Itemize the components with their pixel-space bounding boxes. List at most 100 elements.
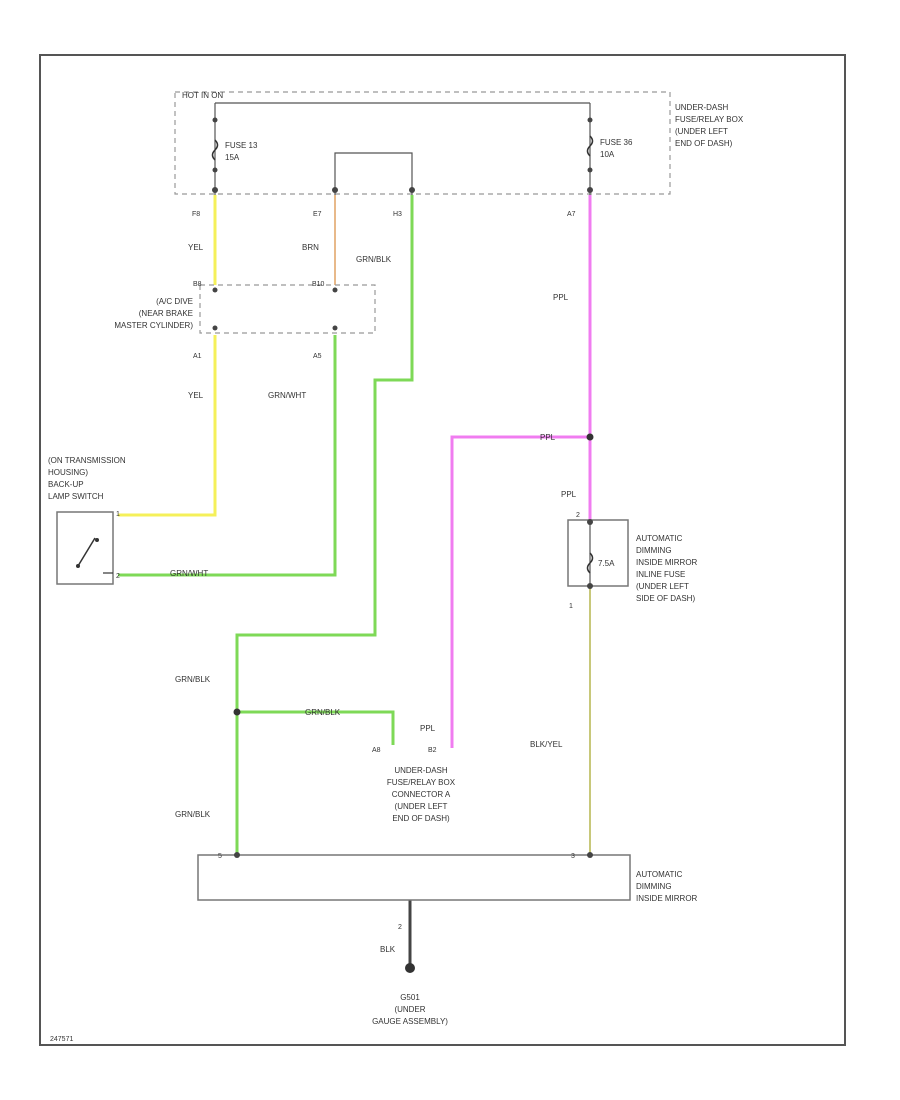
svg-text:INSIDE MIRROR: INSIDE MIRROR (636, 894, 698, 903)
pin-mirror-fuse-out: 1 (569, 603, 573, 610)
svg-text:(A/C DIVE: (A/C DIVE (156, 297, 193, 306)
wire-label-ppl-3: PPL (561, 490, 577, 499)
wire-label-blk: BLK (380, 945, 396, 954)
wire-yel-lower (118, 335, 217, 517)
diagram-frame (39, 54, 846, 1046)
wire-ppl-branch (450, 435, 590, 748)
pin-ground: 2 (398, 924, 402, 931)
fusebox-jumper (334, 152, 413, 195)
wire-label-grnblk-4: GRN/BLK (175, 810, 211, 819)
svg-text:LAMP SWITCH: LAMP SWITCH (48, 492, 104, 501)
wire-grnblk-main (235, 195, 414, 855)
pin-b8: B8 (193, 281, 202, 288)
wire-grnblk-branch (237, 710, 395, 745)
pin-switch-2: 2 (116, 573, 120, 580)
wire-label-grnwht-2: GRN/WHT (170, 569, 208, 578)
wire-grnwht (118, 335, 337, 577)
mirror-pin-3 (587, 852, 593, 858)
svg-text:SIDE OF DASH): SIDE OF DASH) (636, 594, 695, 603)
fuse-13-symbol (211, 139, 219, 161)
backup-switch-lever (77, 537, 96, 567)
wire-label-ppl-4: PPL (420, 724, 436, 733)
pin-mirror-3: 3 (571, 853, 575, 860)
splice-ppl (586, 433, 594, 441)
mirror-fuse-box (567, 519, 629, 587)
svg-text:END OF DASH): END OF DASH) (675, 139, 733, 148)
fuse-13-name: FUSE 13 (225, 141, 258, 150)
svg-text:HOUSING): HOUSING) (48, 468, 88, 477)
svg-text:FUSE/RELAY BOX: FUSE/RELAY BOX (387, 778, 456, 787)
wire-label-grnwht-1: GRN/WHT (268, 391, 306, 400)
svg-text:G501: G501 (400, 993, 420, 1002)
ac-connector-desc: (A/C DIVE (NEAR BRAKE MASTER CYLINDER) (114, 297, 193, 330)
pin-a5: A5 (313, 353, 322, 360)
pin-a7: A7 (567, 211, 576, 218)
svg-text:CONNECTOR A: CONNECTOR A (392, 790, 451, 799)
wire-label-ppl-1: PPL (553, 293, 569, 302)
svg-text:(UNDER LEFT: (UNDER LEFT (636, 582, 689, 591)
fuse-36-symbol (586, 135, 594, 157)
wire-label-grnblk-2: GRN/BLK (175, 675, 211, 684)
mirror-desc: AUTOMATIC DIMMING INSIDE MIRROR (636, 870, 698, 903)
svg-text:END OF DASH): END OF DASH) (392, 814, 450, 823)
pin-conn-a8: A8 (372, 747, 381, 754)
mirror-fuse-pin-in (587, 519, 593, 525)
pin-h3: H3 (393, 211, 402, 218)
backup-switch-desc: (ON TRANSMISSION HOUSING) BACK-UP LAMP S… (48, 456, 126, 501)
wire-label-ppl-2: PPL (540, 433, 556, 442)
ac-connector-outline (199, 284, 376, 334)
svg-text:DIMMING: DIMMING (636, 882, 672, 891)
mirror-box (197, 854, 631, 901)
svg-text:(UNDER LEFT: (UNDER LEFT (395, 802, 448, 811)
fusebox-outline (174, 91, 671, 195)
pin-conn-b2: B2 (428, 747, 437, 754)
pin-f8: F8 (192, 211, 200, 218)
diagram-code: 247571 (50, 1036, 73, 1043)
ground-desc: G501 (UNDER GAUGE ASSEMBLY) (372, 993, 448, 1026)
svg-text:(UNDER: (UNDER (394, 1005, 425, 1014)
wire-label-blkyel: BLK/YEL (530, 740, 563, 749)
svg-text:AUTOMATIC: AUTOMATIC (636, 534, 683, 543)
pin-switch-1: 1 (116, 511, 120, 518)
svg-text:FUSE/RELAY BOX: FUSE/RELAY BOX (675, 115, 744, 124)
pin-b10: B10 (312, 281, 325, 288)
svg-text:(UNDER LEFT: (UNDER LEFT (675, 127, 728, 136)
ground-point (405, 963, 415, 973)
pin-mirror-fuse-in: 2 (576, 512, 580, 519)
svg-text:(NEAR BRAKE: (NEAR BRAKE (139, 309, 193, 318)
fuse-13-amp: 15A (225, 153, 240, 162)
underdash-connector-desc: UNDER-DASH FUSE/RELAY BOX CONNECTOR A (U… (387, 766, 456, 823)
svg-text:AUTOMATIC: AUTOMATIC (636, 870, 683, 879)
splice-grnblk (233, 708, 241, 716)
pin-e7: E7 (313, 211, 322, 218)
wire-label-yel-2: YEL (188, 391, 204, 400)
fusebox-desc: UNDER-DASH FUSE/RELAY BOX (UNDER LEFT EN… (675, 103, 744, 148)
pin-dots (212, 117, 593, 193)
fuse-36-name: FUSE 36 (600, 138, 633, 147)
svg-text:INSIDE MIRROR: INSIDE MIRROR (636, 558, 698, 567)
pin-mirror-5: 5 (218, 853, 222, 860)
fuse-36-amp: 10A (600, 150, 615, 159)
mirror-fuse-symbol (586, 552, 594, 574)
wire-label-grnblk-1: GRN/BLK (356, 255, 392, 264)
svg-text:UNDER-DASH: UNDER-DASH (675, 103, 729, 112)
svg-text:(ON TRANSMISSION: (ON TRANSMISSION (48, 456, 126, 465)
wire-label-yel-1: YEL (188, 243, 204, 252)
svg-text:UNDER-DASH: UNDER-DASH (394, 766, 448, 775)
ac-connector-dots (212, 287, 338, 331)
backup-switch-contact-2 (95, 538, 99, 542)
svg-text:BACK-UP: BACK-UP (48, 480, 84, 489)
backup-switch-box (56, 511, 114, 585)
svg-text:INLINE FUSE: INLINE FUSE (636, 570, 685, 579)
svg-text:MASTER CYLINDER): MASTER CYLINDER) (114, 321, 193, 330)
wire-label-brn: BRN (302, 243, 319, 252)
svg-text:DIMMING: DIMMING (636, 546, 672, 555)
mirror-fuse-pin-out (587, 583, 593, 589)
wire-label-grnblk-3: GRN/BLK (305, 708, 341, 717)
mirror-fuse-desc: AUTOMATIC DIMMING INSIDE MIRROR INLINE F… (636, 534, 698, 603)
pin-a1: A1 (193, 353, 202, 360)
svg-text:GAUGE ASSEMBLY): GAUGE ASSEMBLY) (372, 1017, 448, 1026)
mirror-fuse-amp: 7.5A (598, 559, 615, 568)
mirror-pin-5 (234, 852, 240, 858)
